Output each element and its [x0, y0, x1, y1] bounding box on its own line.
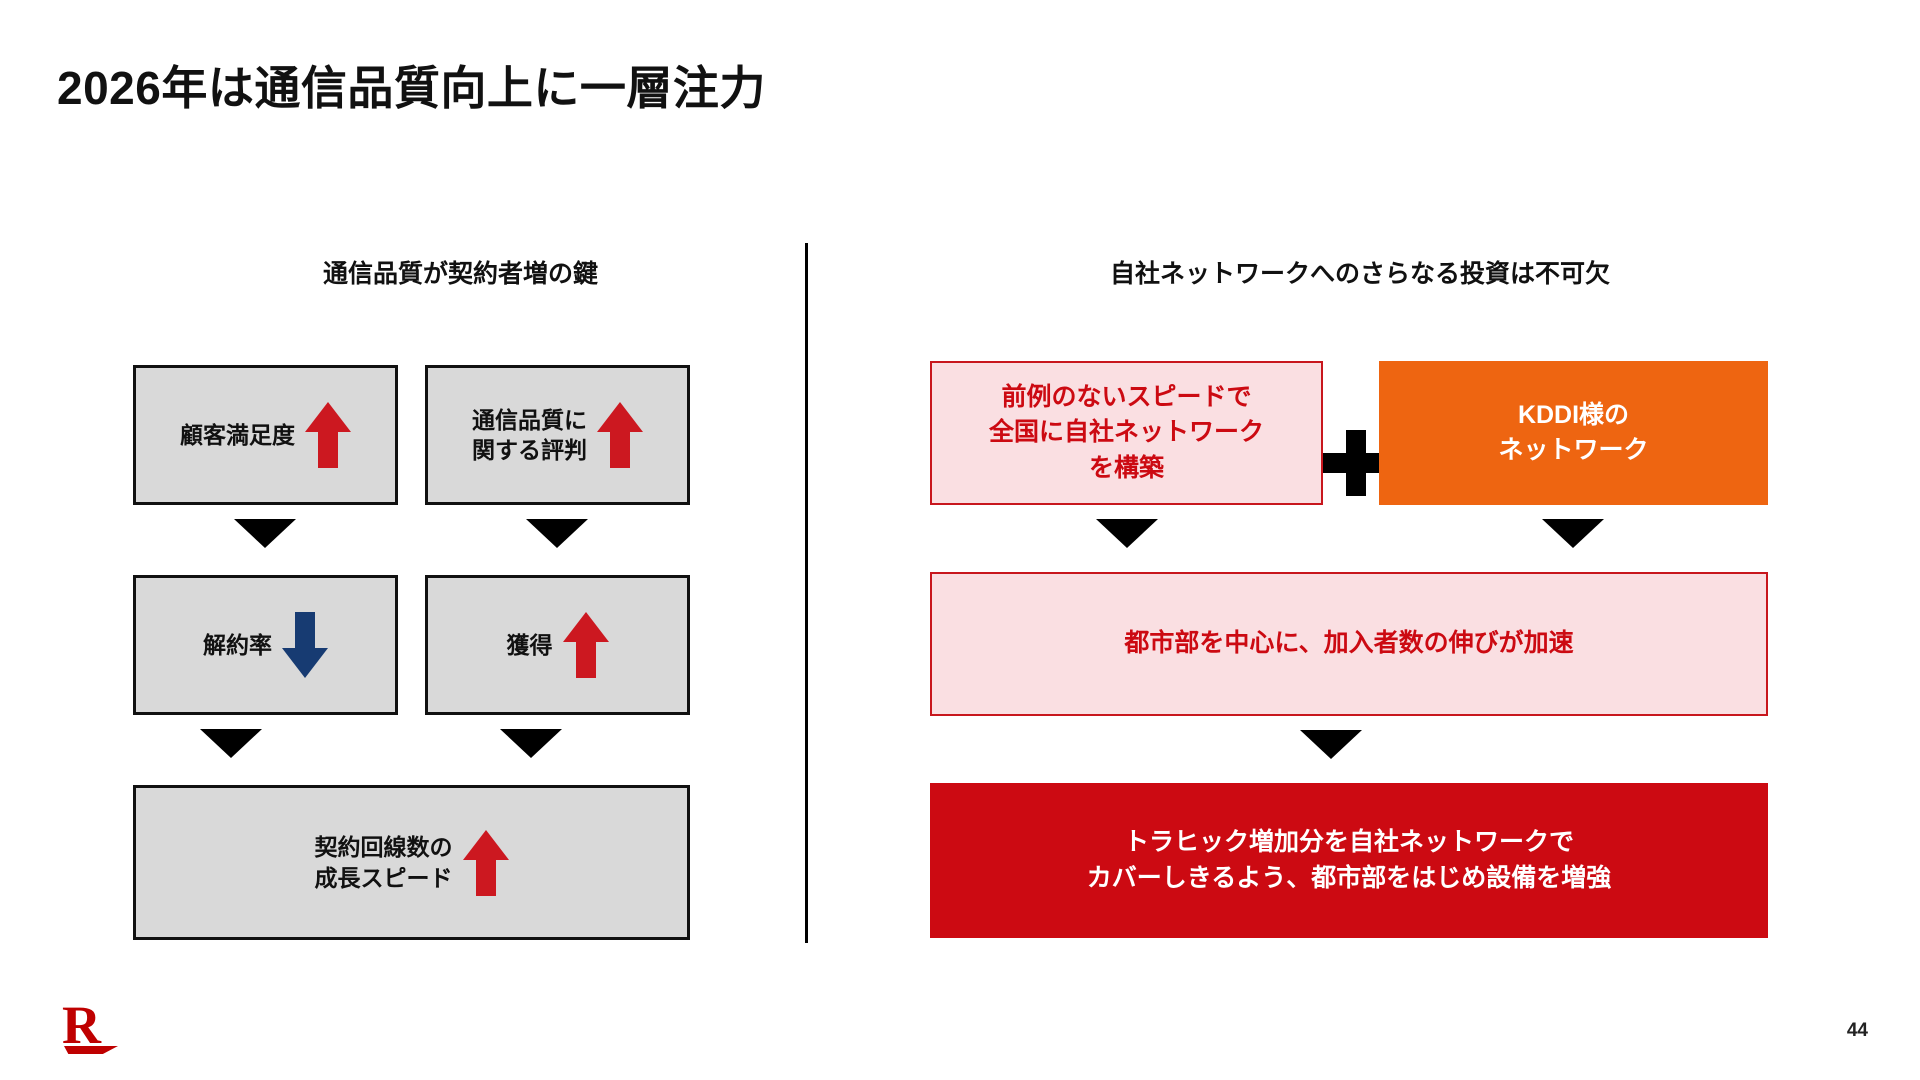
- network-build-box[interactable]: 前例のないスピードで 全国に自社ネットワーク を構築: [930, 361, 1323, 505]
- page-title: 2026年は通信品質向上に一層注力: [57, 62, 766, 114]
- rakuten-logo: R: [62, 998, 122, 1058]
- left-column-header: 通信品質が契約者増の鍵: [322, 260, 598, 288]
- metric-box-churn-rate[interactable]: 解約率: [133, 575, 398, 715]
- arrow-down-navy-icon: [282, 612, 328, 678]
- metric-box-content: 獲得: [507, 612, 609, 678]
- metric-label: 契約回線数の 成長スピード: [314, 834, 453, 891]
- connector-down-arrow: [526, 519, 588, 548]
- vertical-divider: [805, 243, 808, 943]
- arrow-up-red-icon: [597, 402, 643, 468]
- metric-box-quality-reputation[interactable]: 通信品質に 関する評判: [425, 365, 690, 505]
- plus-icon: [1323, 430, 1389, 496]
- page-number: 44: [1846, 1020, 1868, 1041]
- metric-box-customer-satisfaction[interactable]: 顧客満足度: [133, 365, 398, 505]
- kddi-network-box[interactable]: KDDI様の ネットワーク: [1379, 361, 1768, 505]
- right-column-header: 自社ネットワークへのさらなる投資は不可欠: [1109, 260, 1610, 288]
- connector-down-arrow: [234, 519, 296, 548]
- metric-label: 解約率: [203, 631, 272, 658]
- arrow-up-red-icon: [305, 402, 351, 468]
- connector-down-arrow: [200, 729, 262, 758]
- network-build-text: 前例のないスピードで 全国に自社ネットワーク を構築: [988, 382, 1264, 482]
- metric-box-line-growth-speed[interactable]: 契約回線数の 成長スピード: [133, 785, 690, 940]
- subscriber-growth-box[interactable]: 都市部を中心に、加入者数の伸びが加速: [930, 572, 1768, 716]
- kddi-network-text: KDDI様の ネットワーク: [1498, 400, 1649, 465]
- metric-box-content: 解約率: [203, 612, 328, 678]
- logo-swoosh-icon: [64, 1046, 118, 1054]
- metric-box-content: 顧客満足度: [180, 402, 351, 468]
- connector-down-arrow: [1096, 519, 1158, 548]
- arrow-up-red-icon: [462, 829, 509, 896]
- subscriber-growth-text: 都市部を中心に、加入者数の伸びが加速: [1124, 629, 1574, 658]
- arrow-up-red-icon: [562, 612, 609, 678]
- connector-down-arrow: [500, 729, 562, 758]
- metric-box-acquisition[interactable]: 獲得: [425, 575, 690, 715]
- metric-box-content: 契約回線数の 成長スピード: [314, 829, 509, 896]
- traffic-capacity-box[interactable]: トラヒック増加分を自社ネットワークで カバーしきるよう、都市部をはじめ設備を増強: [930, 783, 1768, 938]
- traffic-capacity-text: トラヒック増加分を自社ネットワークで カバーしきるよう、都市部をはじめ設備を増強: [1086, 828, 1612, 892]
- connector-down-arrow: [1542, 519, 1604, 548]
- metric-label: 獲得: [506, 631, 553, 658]
- left-column: 通信品質が契約者増の鍵 顧客満足度 通信品質に 関する評判 解約率 獲得: [0, 0, 805, 1080]
- metric-label: 顧客満足度: [180, 421, 295, 448]
- metric-label: 通信品質に 関する評判: [472, 406, 587, 463]
- connector-down-arrow: [1300, 730, 1362, 759]
- logo-letter: R: [62, 995, 101, 1055]
- metric-box-content: 通信品質に 関する評判: [472, 402, 643, 468]
